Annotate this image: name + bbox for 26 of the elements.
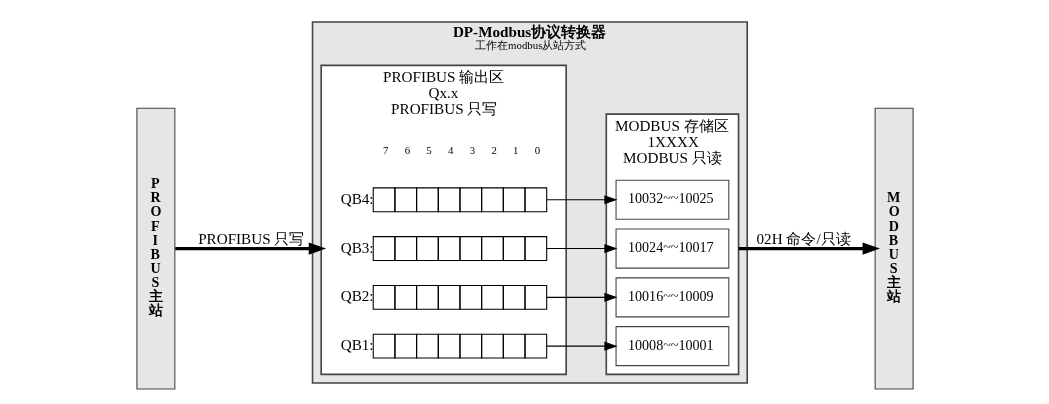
label: 4 — [447, 143, 453, 156]
label: 1 — [512, 143, 518, 156]
label: 6 — [404, 143, 410, 156]
arrow — [545, 243, 617, 253]
edge-label: 02H 命令/只读 — [756, 229, 851, 247]
arrow — [174, 242, 326, 255]
label: 0 — [534, 143, 540, 156]
node-box: 10032~~10025 — [615, 179, 729, 220]
arrow — [545, 194, 617, 204]
node-box: PROFIBUS主站 — [135, 107, 175, 389]
node-label: QB3: — [340, 238, 374, 256]
label: 3 — [469, 143, 475, 156]
label: 7 — [382, 143, 388, 156]
edge-label: PROFIBUS 只写 — [197, 229, 304, 247]
node-label: QB4: — [340, 189, 374, 207]
node-box: 10008~~10001 — [615, 325, 729, 366]
node-box: 10024~~10017 — [615, 228, 729, 269]
arrow — [545, 341, 617, 351]
node-box: MODBUS主站 — [874, 107, 914, 389]
label: 2 — [490, 143, 497, 156]
arrow — [738, 242, 880, 255]
node-label: QB2: — [340, 286, 374, 304]
arrow — [545, 292, 617, 302]
node-box: 10016~~10009 — [615, 276, 729, 317]
label: 5 — [425, 143, 432, 156]
node-label: QB1: — [340, 335, 374, 353]
